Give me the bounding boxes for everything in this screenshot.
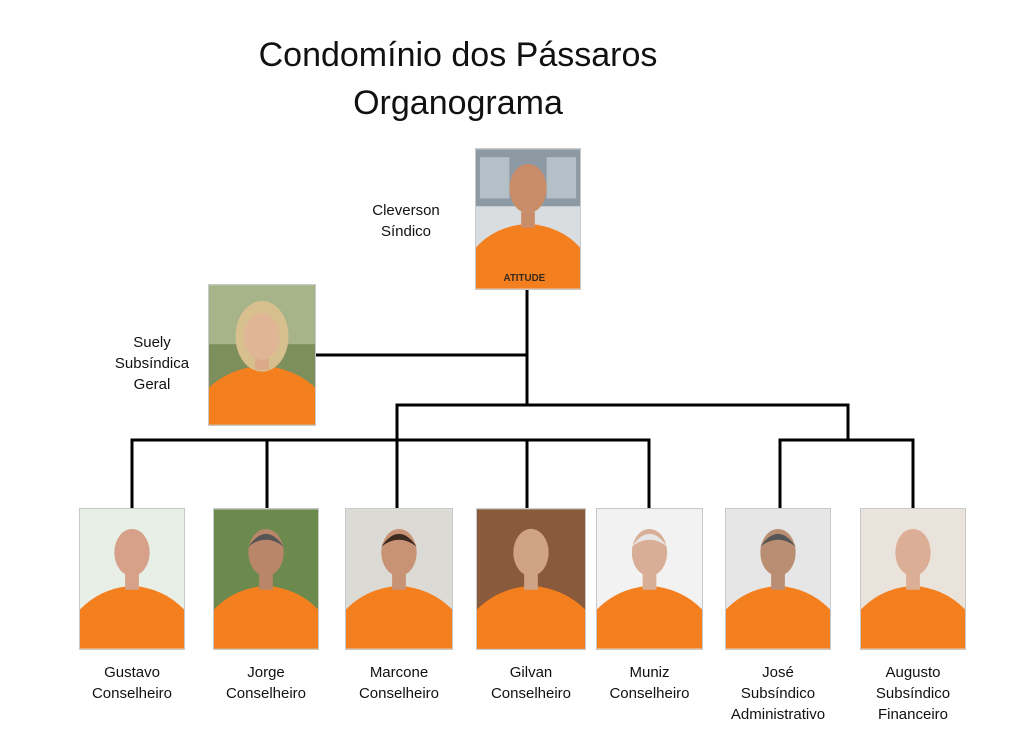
person-portrait-icon <box>80 509 184 649</box>
name-muniz: Muniz <box>629 664 670 681</box>
photo-gustavo <box>79 508 185 650</box>
label-suely: Suely Subsíndica Geral <box>100 332 204 395</box>
photo-augusto <box>860 508 966 650</box>
role-suely-line1: Subsíndica <box>114 355 190 372</box>
role2-jose: Administrativo <box>730 706 826 723</box>
photo-gilvan <box>476 508 586 650</box>
name-cleverson: Cleverson <box>372 202 440 219</box>
role-gustavo: Conselheiro <box>91 685 173 702</box>
name-gilvan: Gilvan <box>509 664 553 681</box>
name-marcone: Marcone <box>369 664 429 681</box>
person-portrait-icon <box>477 509 585 649</box>
role-suely-line2: Geral <box>133 376 171 393</box>
person-portrait-icon <box>726 509 830 649</box>
person-portrait-icon <box>209 285 315 425</box>
person-portrait-icon: ATITUDE <box>476 149 580 289</box>
person-portrait-icon <box>597 509 702 649</box>
name-gustavo: Gustavo <box>104 664 160 681</box>
role2-augusto: Financeiro <box>877 706 949 723</box>
person-portrait-icon <box>346 509 452 649</box>
photo-jorge <box>213 508 319 650</box>
photo-cleverson: ATITUDE <box>475 148 581 290</box>
svg-text:ATITUDE: ATITUDE <box>503 273 545 284</box>
name-jorge: Jorge <box>247 664 285 681</box>
person-portrait-icon <box>214 509 318 649</box>
photo-suely <box>208 284 316 426</box>
role-marcone: Conselheiro <box>358 685 440 702</box>
role-muniz: Conselheiro <box>609 685 690 702</box>
name-suely: Suely <box>133 334 171 351</box>
photo-jose <box>725 508 831 650</box>
name-jose: José <box>762 664 794 681</box>
photo-marcone <box>345 508 453 650</box>
role-augusto: Subsíndico <box>875 685 951 702</box>
role-gilvan: Conselheiro <box>490 685 572 702</box>
role-jorge: Conselheiro <box>225 685 307 702</box>
chart-subtitle: Organograma <box>353 84 563 122</box>
photo-muniz <box>596 508 703 650</box>
role-cleverson: Síndico <box>380 223 432 240</box>
person-portrait-icon <box>861 509 965 649</box>
role-jose: Subsíndico <box>740 685 816 702</box>
name-augusto: Augusto <box>885 664 941 681</box>
chart-title: Condomínio dos Pássaros <box>258 36 658 74</box>
label-cleverson: Cleverson Síndico <box>360 200 452 242</box>
